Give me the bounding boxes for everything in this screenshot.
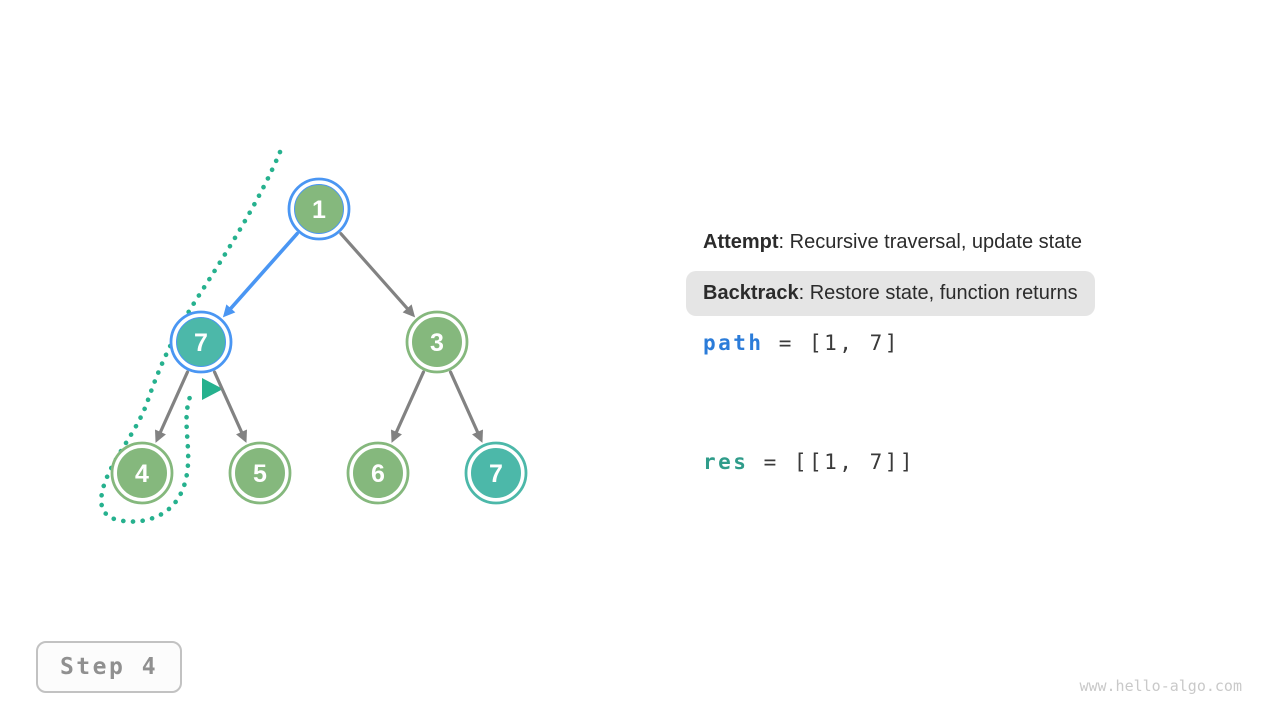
tree-edge-arrowhead-icon — [236, 429, 247, 443]
tree-node-label: 1 — [312, 196, 326, 224]
backtrack-desc: : Restore state, function returns — [798, 282, 1078, 304]
res-variable-line: res = [[1, 7]] — [703, 450, 915, 474]
tree-edge-arrowhead-icon — [222, 304, 236, 318]
attempt-legend-line: Attempt: Recursive traversal, update sta… — [703, 231, 1082, 254]
tree-edge-arrowhead-icon — [402, 304, 416, 318]
tree-node-label: 7 — [489, 460, 503, 488]
tree-diagram: 1 7 3 4 5 6 7 — [98, 149, 528, 524]
path-var-name: path — [703, 331, 764, 355]
backtrack-trace-path — [98, 149, 283, 524]
tree-node-label: 6 — [371, 460, 385, 488]
attempt-term: Attempt — [703, 231, 779, 253]
tree-node-circle — [294, 184, 344, 234]
watermark-text: www.hello-algo.com — [1079, 677, 1242, 695]
step-badge: Step 4 — [36, 641, 182, 693]
tree-node-circle — [412, 317, 462, 367]
tree-node-label: 4 — [135, 460, 149, 488]
tree-node-circle — [176, 317, 226, 367]
tree-edge-arrowhead-icon — [472, 429, 483, 443]
path-var-value: = [1, 7] — [778, 331, 900, 355]
tree-edge — [212, 370, 245, 438]
res-var-name: res — [703, 450, 749, 474]
tree-edge-arrowhead-icon — [155, 429, 166, 443]
tree-edge — [448, 370, 481, 438]
tree-node-circle — [471, 448, 521, 498]
tree-node-circle — [117, 448, 167, 498]
tree-edge — [393, 370, 426, 438]
tree-edge — [226, 231, 299, 314]
tree-edge — [339, 232, 412, 313]
tree-node-circle — [235, 448, 285, 498]
backtrack-trace-arrowhead-icon — [202, 378, 223, 400]
res-var-value: = [[1, 7]] — [763, 450, 916, 474]
tree-node-label: 7 — [194, 329, 208, 357]
tree-node-label: 3 — [430, 329, 444, 357]
backtrack-term: Backtrack — [703, 282, 799, 304]
path-variable-line: path = [1, 7] — [703, 331, 900, 355]
step-badge-label: Step 4 — [59, 654, 159, 680]
tree-node-label: 5 — [253, 460, 267, 488]
tree-edge — [157, 370, 190, 438]
backtrack-highlight-box: Backtrack: Restore state, function retur… — [686, 271, 1095, 316]
tree-node-circle — [353, 448, 403, 498]
attempt-desc: : Recursive traversal, update state — [778, 231, 1083, 253]
tree-edge-arrowhead-icon — [391, 429, 402, 443]
